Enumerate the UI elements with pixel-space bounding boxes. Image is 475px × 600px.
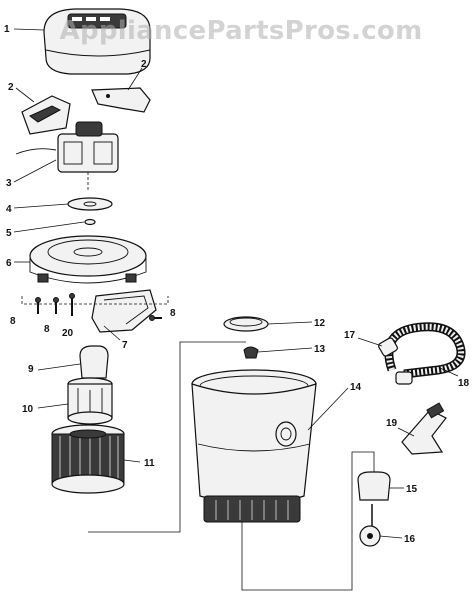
- callout-10: 10: [22, 404, 34, 415]
- part-17-hose-end: [378, 337, 413, 385]
- part-11-cartridge-filter: [51, 424, 125, 494]
- part-13-clip: [243, 346, 259, 359]
- callout-4: 4: [6, 204, 12, 215]
- callout-8-third: 8: [170, 308, 176, 319]
- part-12-cap: [223, 316, 269, 332]
- part-5-washer: [84, 218, 96, 226]
- callout-2-left: 2: [8, 82, 14, 93]
- part-2-right-bracket: [91, 87, 151, 113]
- callout-2-right: 2: [141, 59, 147, 70]
- callout-6: 6: [6, 258, 12, 269]
- part-14-drum: [191, 369, 317, 523]
- callout-1: 1: [4, 24, 10, 35]
- part-20-screw: [69, 293, 75, 316]
- callout-19: 19: [386, 418, 398, 429]
- callout-9: 9: [28, 364, 34, 375]
- callout-5: 5: [6, 228, 12, 239]
- part-18-hose: [384, 322, 466, 379]
- callout-13: 13: [314, 344, 326, 355]
- callout-8-first: 8: [10, 316, 16, 327]
- callout-3: 3: [6, 178, 12, 189]
- callout-16: 16: [404, 534, 416, 545]
- part-1-motor-cover: [43, 8, 151, 75]
- callout-8-second: 8: [44, 324, 50, 335]
- part-3-motor-assembly: [15, 121, 119, 190]
- callout-7: 7: [122, 340, 128, 351]
- callout-11: 11: [144, 458, 155, 469]
- callout-12: 12: [314, 318, 326, 329]
- part-7-float-bracket: [91, 289, 157, 333]
- callout-15: 15: [406, 484, 418, 495]
- callout-18: 18: [458, 378, 470, 389]
- callout-labels: 1 2 2 3 4 5 6 7 8 8 8 9 10 11 12 13 14 1…: [4, 24, 470, 545]
- callout-14: 14: [350, 382, 362, 393]
- callout-20: 20: [62, 328, 74, 339]
- part-16-caster: [359, 504, 381, 547]
- part-9-float: [79, 345, 109, 379]
- callout-17: 17: [344, 330, 356, 341]
- part-6-motor-plate: [29, 235, 147, 284]
- part-2-left-panel: [21, 95, 71, 135]
- part-15-caster-socket: [357, 471, 391, 501]
- part-10-filter-cage: [67, 377, 113, 425]
- part-4-gasket: [67, 197, 113, 211]
- leader-lines: [13, 28, 459, 539]
- part-19-floor-nozzle: [401, 402, 447, 455]
